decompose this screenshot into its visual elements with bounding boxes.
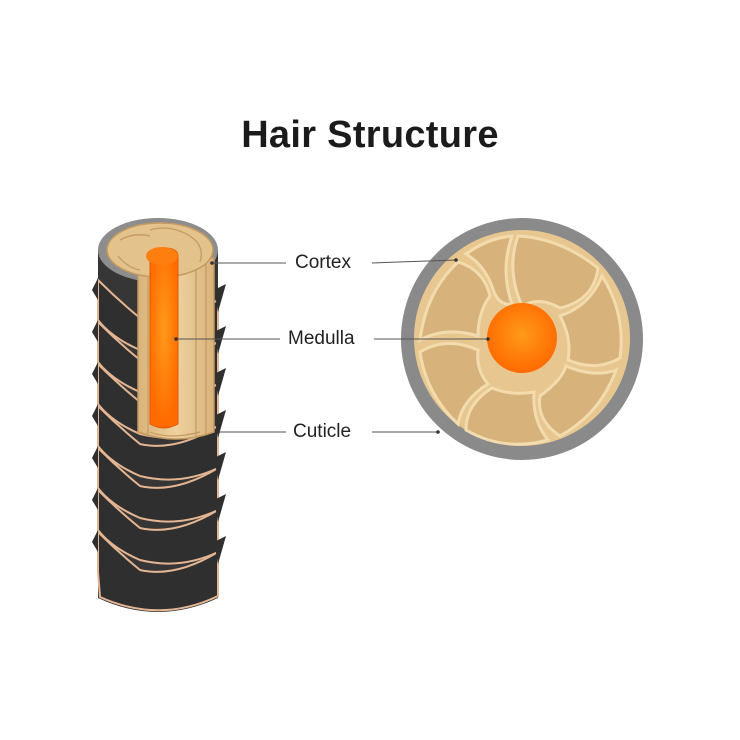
cortex-cells [418,234,623,446]
leader-lines [174,258,490,434]
hair-strand [92,218,226,612]
cortex-cell [418,342,491,428]
diagram-title: Hair Structure [241,114,499,156]
cross-section-medulla [487,303,557,373]
cortex-cell [463,234,515,306]
cortex-cell [557,272,623,367]
hair-cross-section [401,218,643,460]
cuticle-label: Cuticle [293,421,352,442]
cortex-cell [511,234,600,310]
medulla-label: Medulla [288,328,355,349]
strand-medulla [149,247,179,429]
cortex-leader-right [371,259,457,264]
cortex-cell [418,260,492,343]
cortex-cell [537,363,619,438]
cuticle-scale [97,529,219,612]
cortex-cell [464,386,551,446]
cortex-label: Cortex [295,252,351,273]
